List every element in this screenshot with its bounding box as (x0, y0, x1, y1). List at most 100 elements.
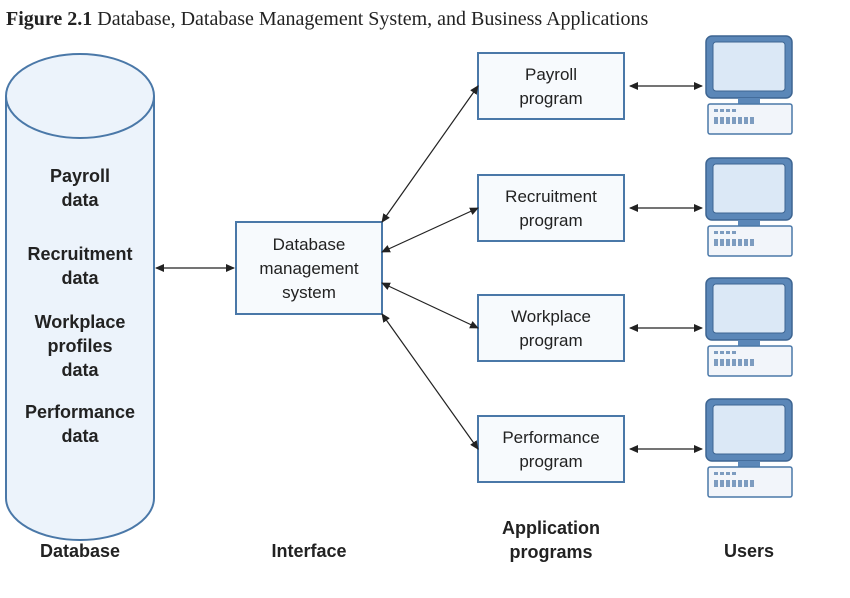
database-item-2: Workplace profiles data (35, 312, 126, 380)
program-label-0: Payroll program (519, 65, 582, 108)
column-label-database: Database (40, 541, 120, 561)
program-rect (477, 294, 625, 362)
dbms-label-line: Database (273, 235, 346, 254)
program-label-2: Workplace program (511, 307, 591, 350)
dbms-program-arrow-3 (381, 313, 479, 450)
program-label-1-line: Recruitment (505, 187, 597, 206)
program-label-3-line: program (519, 452, 582, 471)
column-label-interface-line: Interface (271, 541, 346, 561)
keyboard-key (750, 359, 754, 366)
dbms-program-arrow-0 (381, 85, 479, 223)
database-item-2-line: profiles (47, 336, 112, 356)
computer-workstation-icon (705, 35, 793, 135)
database-item-2-line: Workplace (35, 312, 126, 332)
keyboard-key (726, 351, 730, 354)
keyboard-key (714, 109, 718, 112)
figure-caption: Figure 2.1 Database, Database Management… (6, 8, 648, 31)
keyboard-key (720, 117, 724, 124)
keyboard-key (732, 480, 736, 487)
keyboard-key (720, 351, 724, 354)
program-box-3: Performance program (477, 415, 625, 483)
dbms-rect (235, 221, 383, 315)
database-item-3-line: data (61, 426, 99, 446)
monitor-stand (738, 98, 760, 104)
dbms-label-line: management (259, 259, 359, 278)
figure-number: Figure 2.1 (6, 8, 93, 30)
program-rect (477, 52, 625, 120)
keyboard-key (726, 231, 730, 234)
keyboard-key (738, 239, 742, 246)
keyboard-key (738, 480, 742, 487)
keyboard-key (714, 231, 718, 234)
computer-workstation-icon (705, 398, 793, 498)
database-item-1-line: data (61, 268, 99, 288)
program-rect (477, 415, 625, 483)
dbms-box: Database management system (235, 221, 383, 315)
keyboard-key (720, 231, 724, 234)
keyboard-key (732, 109, 736, 112)
program-label-2-line: program (519, 331, 582, 350)
monitor-screen (712, 163, 786, 214)
computer-workstation-icon (705, 157, 793, 257)
program-box-0: Payroll program (477, 52, 625, 120)
monitor-screen (712, 283, 786, 334)
dbms-label: Database management system (259, 235, 359, 302)
program-box-1: Recruitment program (477, 174, 625, 242)
dbms-label-line: system (282, 283, 336, 302)
database-item-1: Recruitment data (27, 244, 132, 288)
keyboard-key (720, 480, 724, 487)
keyboard-key (750, 480, 754, 487)
column-label-applications-line: programs (509, 542, 592, 562)
program-rect (477, 174, 625, 242)
keyboard-key (726, 480, 730, 487)
program-label-0-line: program (519, 89, 582, 108)
program-label-1: Recruitment program (505, 187, 597, 230)
database-item-3: Performance data (25, 402, 135, 446)
keyboard-key (726, 472, 730, 475)
monitor-stand (738, 220, 760, 226)
column-label-users: Users (724, 541, 774, 561)
figure-title: Database, Database Management System, an… (97, 8, 649, 30)
keyboard-key (732, 351, 736, 354)
keyboard-key (738, 359, 742, 366)
keyboard-key (714, 472, 718, 475)
monitor-screen (712, 41, 786, 92)
cylinder-body (5, 96, 155, 541)
keyboard-key (726, 359, 730, 366)
cylinder-top (5, 53, 155, 139)
program-label-1-line: program (519, 211, 582, 230)
keyboard-key (726, 239, 730, 246)
program-label-2-line: Workplace (511, 307, 591, 326)
column-label-interface: Interface (271, 541, 346, 561)
dbms-program-arrow-1 (381, 207, 479, 253)
column-label-applications-line: Application (502, 518, 600, 538)
keyboard-key (714, 359, 718, 366)
keyboard-key (750, 239, 754, 246)
keyboard-key (744, 359, 748, 366)
keyboard-key (732, 472, 736, 475)
keyboard-key (714, 351, 718, 354)
database-item-2-line: data (61, 360, 99, 380)
monitor-stand (738, 340, 760, 346)
database-item-1-line: Recruitment (27, 244, 132, 264)
keyboard-key (726, 109, 730, 112)
keyboard-key (732, 231, 736, 234)
keyboard-key (714, 480, 718, 487)
keyboard-key (720, 109, 724, 112)
keyboard-key (720, 359, 724, 366)
keyboard-key (744, 239, 748, 246)
program-box-2: Workplace program (477, 294, 625, 362)
dbms-program-arrow-2 (381, 282, 479, 329)
computer-workstation-icon (705, 277, 793, 377)
program-label-3-line: Performance (502, 428, 599, 447)
keyboard-key (750, 117, 754, 124)
database-item-0-line: data (61, 190, 99, 210)
database-item-3-line: Performance (25, 402, 135, 422)
column-label-database-line: Database (40, 541, 120, 561)
keyboard-key (732, 239, 736, 246)
program-label-0-line: Payroll (525, 65, 577, 84)
